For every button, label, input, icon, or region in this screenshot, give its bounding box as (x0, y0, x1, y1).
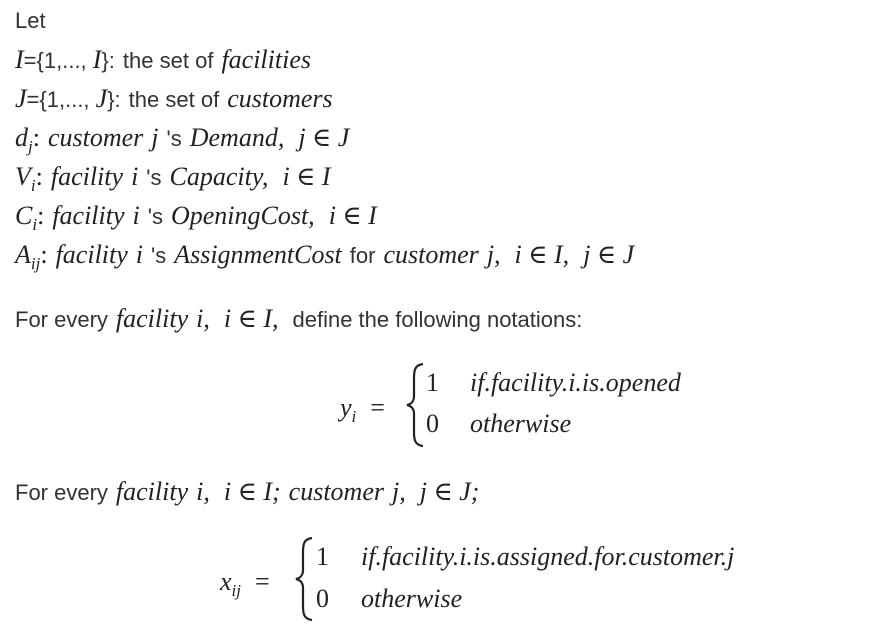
d-sub: j (28, 137, 33, 156)
J-symbol: J (15, 84, 27, 113)
A-cond: i ∈ I, (514, 240, 570, 269)
d-term: Demand, (189, 123, 285, 152)
y-sub: i (351, 407, 357, 426)
J-term: customers (227, 84, 333, 113)
A-symbol: A (15, 240, 31, 269)
x-case1-value: 1 (316, 542, 329, 571)
A-for: for (349, 243, 376, 268)
def-facility-set: I={1,..., I}: the set of facilities (15, 45, 311, 76)
notation-idx: i, (196, 304, 210, 333)
notation-colon: : (576, 307, 583, 332)
x-eq: = (255, 567, 270, 596)
C-idx: i (132, 201, 140, 230)
intro-text: Let (15, 8, 46, 33)
C-term: OpeningCost, (170, 201, 315, 230)
V-symbol: V (15, 162, 31, 191)
I-close: }: (101, 48, 115, 73)
def-customer-set: J={1,..., J}: the set of customers (15, 84, 333, 115)
I-text: the set of (122, 48, 214, 73)
x-case2-value: 0 (316, 584, 329, 613)
A-owner2: customer (383, 240, 479, 269)
V-sub: i (30, 176, 36, 195)
C-colon: : (37, 201, 45, 230)
y-case1-condition: if.facility.i.is.opened (470, 368, 681, 397)
V-term: Capacity, (169, 162, 269, 191)
x-intro-owner2: customer (288, 477, 384, 506)
x-lhs: x (220, 567, 232, 596)
A-idx: i (135, 240, 144, 269)
x-intro-cond: i ∈ I; (223, 477, 281, 506)
x-intro-idx: i, (196, 477, 210, 506)
J-text: the set of (128, 87, 220, 112)
C-sub: i (32, 215, 38, 234)
A-cond2: j ∈ J (583, 240, 635, 269)
y-lhs: y (340, 393, 352, 422)
V-idx: i (131, 162, 139, 191)
I-term: facilities (221, 45, 311, 74)
V-owner: facility (50, 162, 124, 191)
d-owner: customer (47, 123, 144, 152)
x-case2-condition: otherwise (361, 584, 463, 613)
notation-owner: facility (115, 304, 189, 333)
y-case1-value: 1 (426, 368, 439, 397)
A-poss: 's (151, 243, 167, 268)
x-sub: ij (231, 581, 241, 600)
x-intro-owner: facility (115, 477, 189, 506)
notation-cond: i ∈ I, (223, 304, 279, 333)
J-upper: J (95, 84, 108, 113)
A-colon: : (40, 240, 48, 269)
d-symbol: d (15, 123, 28, 152)
C-owner: facility (52, 201, 125, 230)
d-poss: 's (166, 126, 182, 151)
x-brace (295, 536, 313, 622)
I-symbol: I (15, 45, 24, 74)
x-intro-cond2: j ∈ J; (419, 477, 480, 506)
A-term: AssignmentCost (174, 240, 342, 269)
A-owner: facility (55, 240, 128, 269)
V-colon: : (35, 162, 43, 191)
notation-prefix: For every (15, 307, 108, 332)
x-intro-idx2: j, (391, 477, 406, 506)
d-cond: j ∈ J (298, 123, 350, 152)
C-symbol: C (15, 201, 33, 230)
J-close: }: (107, 87, 121, 112)
I-range: ={1,..., (23, 48, 93, 73)
A-sub: ij (30, 254, 41, 273)
C-cond: i ∈ I (328, 201, 377, 230)
C-poss: 's (147, 204, 163, 229)
notation-suffix: define the following notations (292, 307, 577, 332)
x-intro-prefix: For every (15, 480, 108, 505)
y-eq: = (370, 393, 385, 422)
y-case2-value: 0 (426, 409, 439, 438)
d-colon: : (32, 123, 40, 152)
y-brace (406, 362, 424, 448)
d-idx: j (151, 123, 159, 152)
I-upper: I (92, 45, 102, 74)
J-range: ={1,..., (26, 87, 96, 112)
y-case2-condition: otherwise (470, 409, 572, 438)
V-poss: 's (146, 165, 162, 190)
V-cond: i ∈ I (282, 162, 331, 191)
A-idx2: j, (486, 240, 501, 269)
x-case1-condition: if.facility.i.is.assigned.for.customer.j (361, 542, 735, 571)
